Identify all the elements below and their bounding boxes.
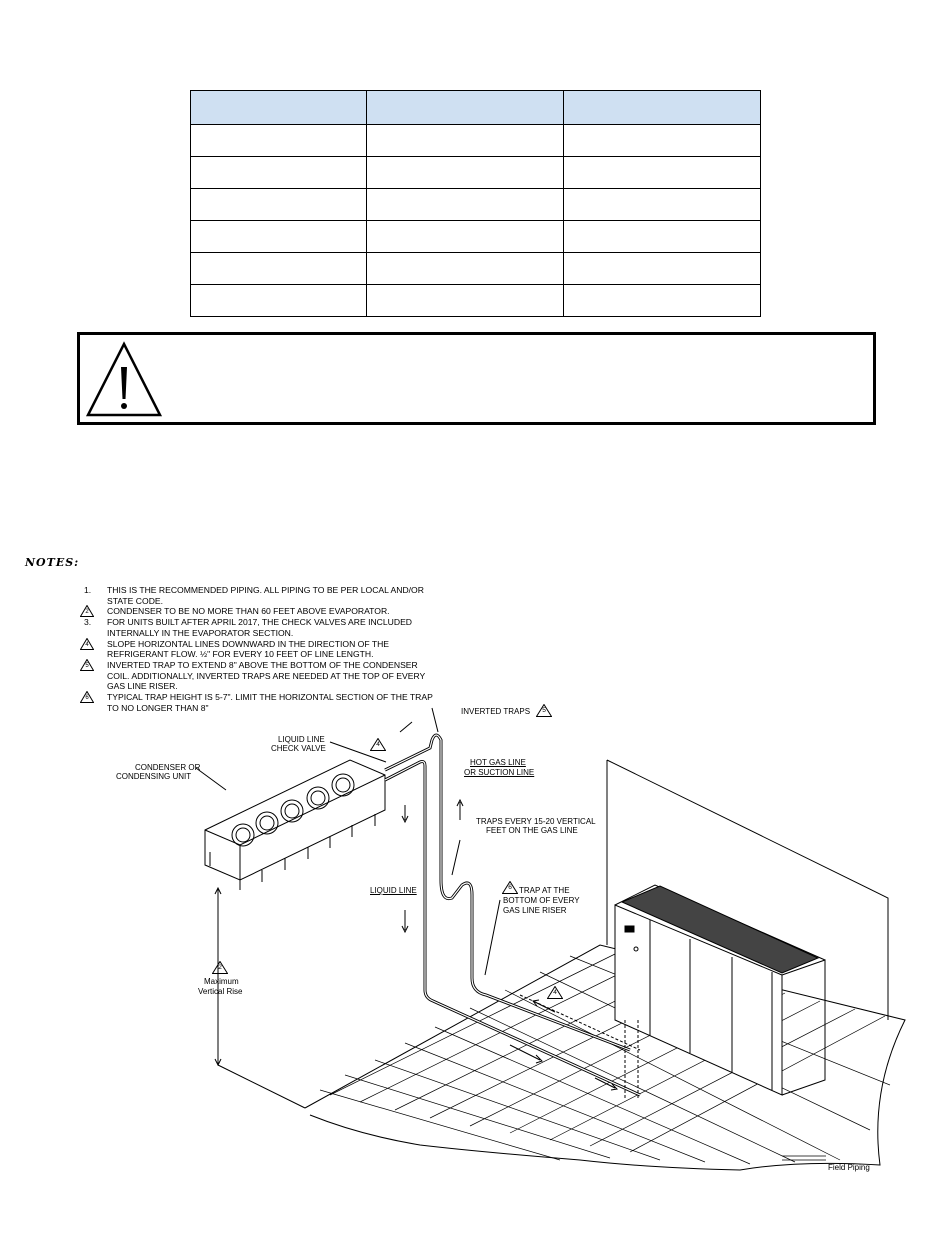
table-cell bbox=[563, 220, 761, 253]
note-item: 4 SLOPE HORIZONTAL LINES DOWNWARD IN THE… bbox=[79, 637, 440, 660]
note-item: 2 CONDENSER TO BE NO MORE THAN 60 FEET A… bbox=[79, 604, 440, 618]
delta-marker-number: 5 bbox=[542, 707, 546, 714]
table-cell bbox=[190, 252, 367, 285]
table-row bbox=[190, 156, 761, 189]
delta-marker-number: 4 bbox=[85, 641, 89, 648]
max-rise-label-line-2: Vertical Rise bbox=[198, 987, 243, 996]
note-item: 3. FOR UNITS BUILT AFTER APRIL 2017, THE… bbox=[80, 617, 440, 638]
delta-marker-icon: 5 bbox=[536, 704, 552, 717]
table-cell bbox=[563, 156, 761, 189]
delta-marker-icon: 2 bbox=[212, 961, 228, 974]
table-cell bbox=[190, 156, 367, 189]
delta-marker-icon: 6 bbox=[502, 881, 518, 894]
table-row bbox=[190, 252, 761, 285]
note-number: 1. bbox=[84, 585, 92, 595]
table-header-cell bbox=[366, 90, 564, 125]
delta-marker-number: 4 bbox=[376, 741, 380, 748]
table-cell bbox=[366, 252, 564, 285]
trap-bottom-label-line-2: BOTTOM OF EVERY bbox=[503, 896, 580, 905]
table-row bbox=[190, 284, 761, 317]
table-header-row bbox=[190, 90, 761, 125]
delta-marker-icon: 5 bbox=[79, 658, 95, 671]
delta-marker-icon: 2 bbox=[79, 604, 95, 618]
table-cell bbox=[190, 220, 367, 253]
table-header-cell bbox=[190, 90, 367, 125]
table-cell bbox=[563, 284, 761, 317]
trap-bottom-label-line-1: TRAP AT THE bbox=[519, 886, 570, 895]
delta-marker-number: 4 bbox=[553, 989, 557, 996]
liquid-line-label: LIQUID LINE bbox=[370, 886, 417, 895]
delta-marker-icon: 6 bbox=[79, 690, 95, 704]
condenser-label-line-2: CONDENSING UNIT bbox=[116, 772, 192, 781]
note-text: FOR UNITS BUILT AFTER APRIL 2017, THE CH… bbox=[107, 617, 413, 638]
note-text: CONDENSER TO BE NO MORE THAN 60 FEET ABO… bbox=[107, 606, 390, 617]
back-wall bbox=[606, 759, 889, 1020]
evaporator-cabinet bbox=[614, 884, 826, 1096]
table-cell bbox=[563, 188, 761, 221]
note-text: TYPICAL TRAP HEIGHT IS 5-7". LIMIT THE H… bbox=[107, 692, 433, 713]
table-cell bbox=[366, 188, 564, 221]
hot-gas-label-line-2: OR SUCTION LINE bbox=[464, 768, 535, 777]
table-row bbox=[190, 220, 761, 253]
condenser-unit bbox=[204, 759, 386, 890]
traps-every-label-line-1: TRAPS EVERY 15-20 VERTICAL bbox=[476, 817, 596, 826]
delta-marker-number: 5 bbox=[85, 662, 89, 669]
note-text: INVERTED TRAP TO EXTEND 8" ABOVE THE BOT… bbox=[107, 659, 426, 692]
delta-marker-number: 6 bbox=[508, 884, 512, 891]
hot-gas-label-line-1: HOT GAS LINE bbox=[470, 758, 526, 767]
table-cell bbox=[190, 284, 367, 317]
note-item: 6 TYPICAL TRAP HEIGHT IS 5-7". LIMIT THE… bbox=[79, 690, 440, 713]
delta-marker-icon: 4 bbox=[547, 986, 563, 999]
table-row bbox=[190, 124, 761, 157]
table-cell bbox=[563, 252, 761, 285]
table-cell bbox=[366, 124, 564, 157]
liquid-line bbox=[384, 760, 641, 1097]
notes-list: 1. THIS IS THE RECOMMENDED PIPING. ALL P… bbox=[79, 585, 440, 713]
field-piping-legend-label: Field Piping bbox=[828, 1163, 870, 1172]
note-text: THIS IS THE RECOMMENDED PIPING. ALL PIPI… bbox=[107, 585, 424, 606]
table-cell bbox=[366, 284, 564, 317]
note-text: SLOPE HORIZONTAL LINES DOWNWARD IN THE D… bbox=[107, 638, 390, 660]
notes-heading: NOTES: bbox=[25, 556, 80, 569]
delta-marker-number: 2 bbox=[85, 609, 89, 616]
delta-marker-number: 2 bbox=[218, 964, 222, 971]
note-item: 5 INVERTED TRAP TO EXTEND 8" ABOVE THE B… bbox=[79, 658, 440, 692]
max-rise-label-line-1: Maximum bbox=[204, 977, 239, 986]
delta-marker-number: 6 bbox=[85, 695, 89, 702]
table-header-cell bbox=[563, 90, 761, 125]
table-cell bbox=[190, 124, 367, 157]
table-cell bbox=[563, 124, 761, 157]
note-item: 1. THIS IS THE RECOMMENDED PIPING. ALL P… bbox=[80, 585, 440, 606]
piping-diagram bbox=[195, 707, 906, 1171]
condenser-label-line-1: CONDENSER OR bbox=[135, 763, 201, 772]
floor-outline bbox=[304, 944, 906, 1171]
table-cell bbox=[190, 188, 367, 221]
table-cell bbox=[366, 156, 564, 189]
spec-table bbox=[190, 90, 761, 317]
check-valve-label-line-2: CHECK VALVE bbox=[271, 744, 326, 753]
trap-bottom-label-line-3: GAS LINE RISER bbox=[503, 906, 567, 915]
delta-marker-icon: 4 bbox=[370, 738, 386, 751]
table-row bbox=[190, 188, 761, 221]
check-valve-label-line-1: LIQUID LINE bbox=[278, 735, 325, 744]
warning-box bbox=[77, 332, 876, 425]
inverted-traps-label: INVERTED TRAPS bbox=[461, 707, 531, 716]
warning-triangle-icon bbox=[85, 341, 163, 417]
table-cell bbox=[366, 220, 564, 253]
delta-marker-icon: 4 bbox=[79, 637, 95, 650]
traps-every-label-line-2: FEET ON THE GAS LINE bbox=[486, 826, 578, 835]
note-number: 3. bbox=[84, 617, 92, 628]
